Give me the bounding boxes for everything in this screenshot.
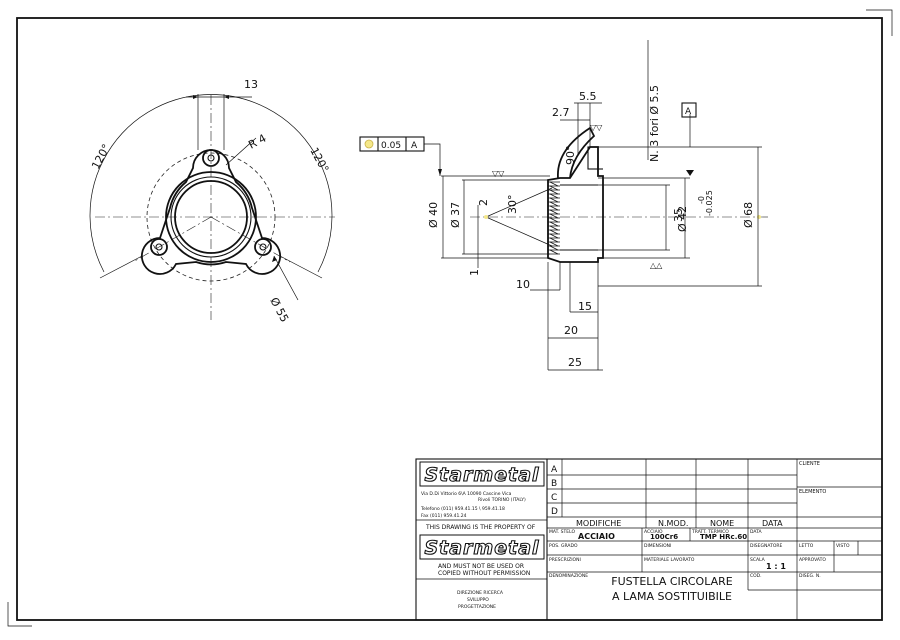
- lbl-mat-stelo: MAT. STELO: [549, 529, 575, 535]
- dim-r4: R 4: [246, 132, 268, 152]
- tratt: TMP HRc.60: [700, 533, 747, 541]
- lbl-letto: LETTO: [799, 543, 814, 549]
- lbl-denominazione: DENOMINAZIONE: [549, 573, 588, 579]
- corner-marks: [7, 9, 893, 627]
- dept1: DIREZIONE RICERCA: [457, 590, 504, 596]
- address-line1: Via D.Di Vittorio 6\A 10090 Cascine Vica: [421, 491, 512, 497]
- section-view: 0.05 A: [359, 40, 770, 371]
- dim-dia-37: Ø 37: [449, 202, 462, 228]
- dim-25: 25: [568, 356, 582, 369]
- lbl-scala: SCALA: [750, 557, 766, 563]
- scala: 1 : 1: [766, 562, 786, 571]
- lbl-cliente: CLIENTE: [799, 461, 820, 467]
- dim-2-7: 2.7: [552, 106, 570, 119]
- rev-a: A: [551, 465, 558, 475]
- dim-15: 15: [578, 300, 592, 313]
- fax: Fax (011) 959.41.24: [421, 513, 467, 519]
- lbl-disegnatore: DISEGNATORE: [750, 543, 782, 549]
- dim-2: 2: [477, 199, 490, 206]
- phone: Telefono (011) 959.41.15 \ 959.41.18: [420, 506, 505, 512]
- company-logo-2: Starmetal: [424, 537, 539, 559]
- dim-13: 13: [244, 78, 258, 91]
- tol-lower: -0.025: [705, 190, 714, 216]
- lbl-materiale: MATERIALE LAVORATO: [644, 557, 695, 563]
- dim-1: 1: [468, 269, 481, 276]
- acciaio: 100Cr6: [650, 533, 678, 541]
- note-holes: N. 3 fori Ø 5.5: [648, 85, 661, 162]
- lbl-disegno: DISEG. N.: [799, 573, 821, 579]
- col-nmod: N.MOD.: [658, 519, 688, 528]
- lbl-acciaio: ACCIAIO: [644, 529, 663, 535]
- angle-120-right: 120°: [307, 145, 331, 175]
- col-modifiche: MODIFICHE: [576, 519, 621, 528]
- dept3: PROGETTAZIONE: [458, 604, 496, 610]
- rev-d: D: [551, 507, 558, 517]
- lbl-tratt: TRATT. TERMICO: [691, 529, 729, 535]
- title-block: Starmetal Via D.Di Vittorio 6\A 10090 Ca…: [415, 458, 883, 621]
- dim-dia-55: Ø 55: [267, 295, 291, 324]
- lbl-prescrizioni: PRESCRIZIONI: [549, 557, 581, 563]
- notice-line3: COPIED WITHOUT PERMISSION: [438, 570, 530, 577]
- lbl-dimensioni: DIMENSIONI: [644, 543, 671, 549]
- dept2: SVILUPPO: [467, 597, 489, 603]
- col-nome: NOME: [710, 519, 734, 528]
- roughness-icon: △△: [650, 261, 663, 270]
- title-line2: A LAMA SOSTITUIBILE: [612, 590, 732, 603]
- lbl-data: DATA: [750, 529, 763, 535]
- thread-hatching: [548, 181, 560, 255]
- tolerance-value: 0.05: [381, 141, 401, 151]
- dim-35: 35: [672, 208, 685, 222]
- tolerance-datum: A: [411, 141, 418, 151]
- roughness-icon: ▽▽: [492, 169, 505, 178]
- col-data: DATA: [762, 519, 783, 528]
- lbl-visto: VISTO: [836, 543, 850, 549]
- tol-upper: -0: [697, 196, 706, 204]
- dim-10: 10: [516, 278, 530, 291]
- datum-flag: A: [685, 107, 692, 117]
- runout-symbol-icon: [364, 139, 374, 149]
- lbl-pos: POS. GRADO: [549, 543, 578, 549]
- property-notice: THIS DRAWING IS THE PROPERTY OF: [425, 524, 536, 531]
- rev-b: B: [551, 479, 557, 489]
- dim-dia-68: Ø 68: [742, 202, 755, 228]
- dim-dia-42: Ø 42: [676, 206, 689, 232]
- lbl-cod: COD.: [750, 573, 762, 579]
- notice-line2: AND MUST NOT BE USED OR: [438, 563, 524, 570]
- angle-90: 90°: [564, 146, 577, 166]
- lbl-elemento: ELEMENTO: [799, 489, 826, 495]
- dim-5-5: 5.5: [579, 90, 597, 103]
- mat-stelo: ACCIAIO: [578, 532, 615, 541]
- rev-c: C: [551, 493, 557, 503]
- dim-20: 20: [564, 324, 578, 337]
- roughness-icon: ▽▽: [590, 123, 603, 132]
- lbl-approvato: APPROVATO: [799, 557, 826, 563]
- dim-dia-40: Ø 40: [427, 202, 440, 228]
- title-line1: FUSTELLA CIRCOLARE: [611, 575, 732, 588]
- company-logo: Starmetal: [424, 464, 539, 486]
- address-line2: Rivoli TORINO (ITALY): [478, 497, 526, 503]
- angle-30: 30°: [506, 195, 519, 215]
- angle-120-left: 120°: [89, 142, 113, 172]
- front-view: 13 R 4 120° 120° Ø 55: [89, 78, 335, 325]
